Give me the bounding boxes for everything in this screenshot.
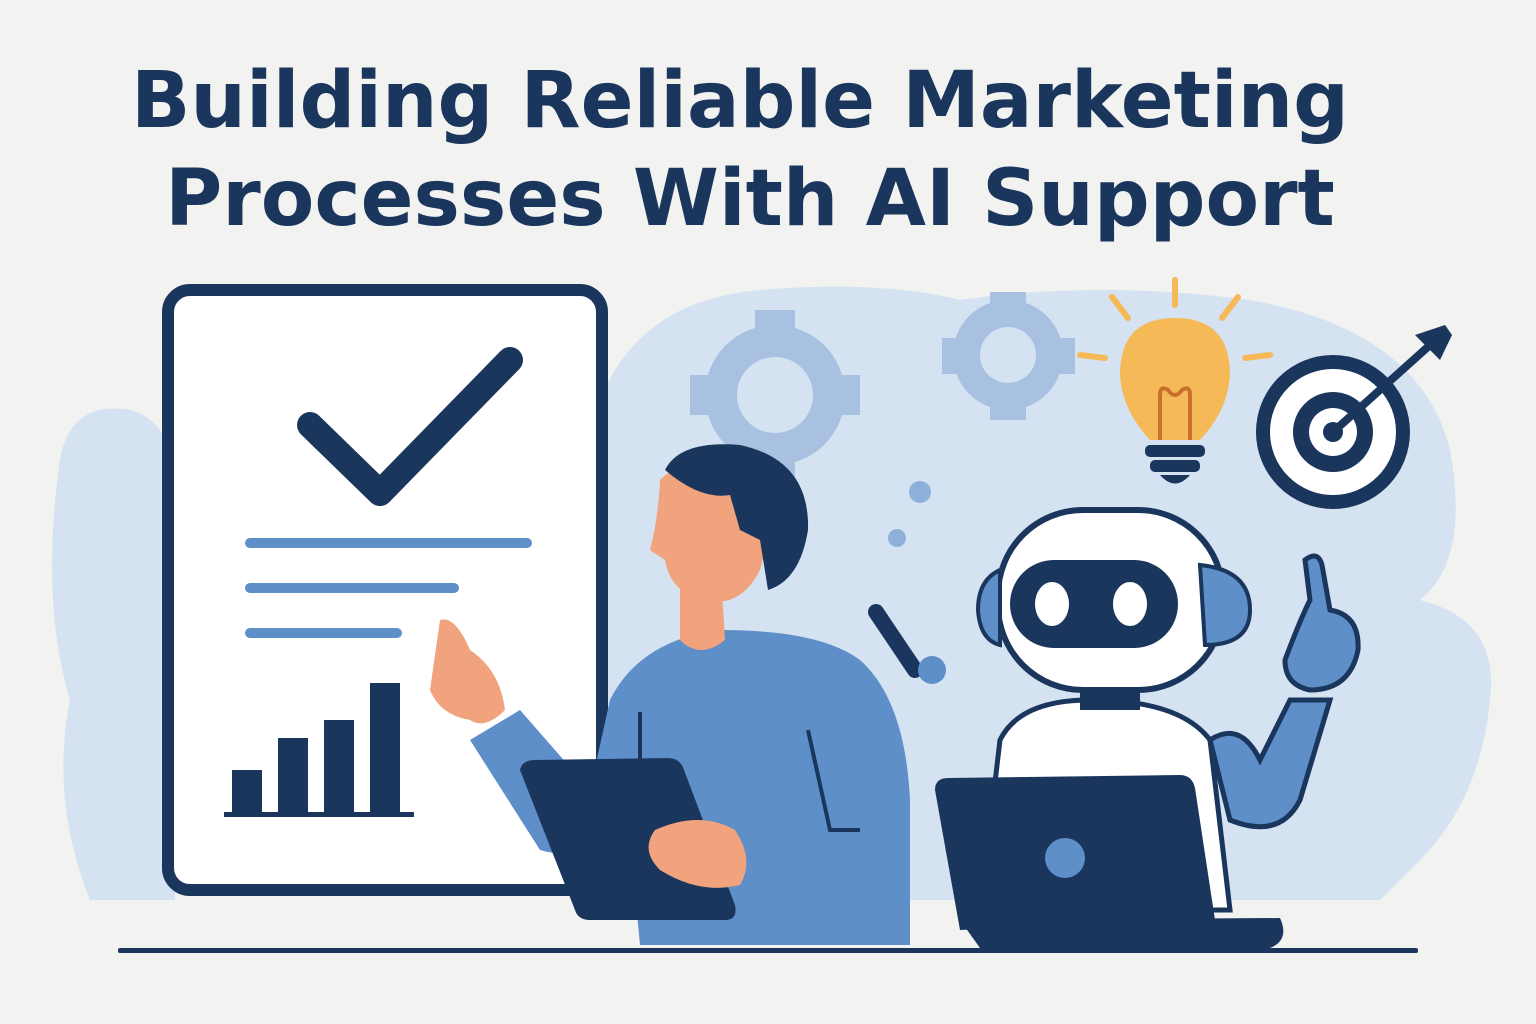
gear-icon [942,292,1075,420]
lightbulb-icon [1077,277,1273,484]
gear-icon [690,310,860,480]
text-lines [245,538,532,638]
bar-chart-icon [224,683,414,817]
target-icon [1256,325,1452,509]
title-line-2: Processes With AI Support [165,154,1335,244]
decorative-dots [888,481,931,547]
checkmark-icon [297,347,523,506]
person-man [430,444,910,945]
ground-line [118,948,1418,953]
motion-line [868,604,923,678]
laptop-icon [935,775,1284,948]
title-line-1: Building Reliable Marketing [130,56,1350,146]
